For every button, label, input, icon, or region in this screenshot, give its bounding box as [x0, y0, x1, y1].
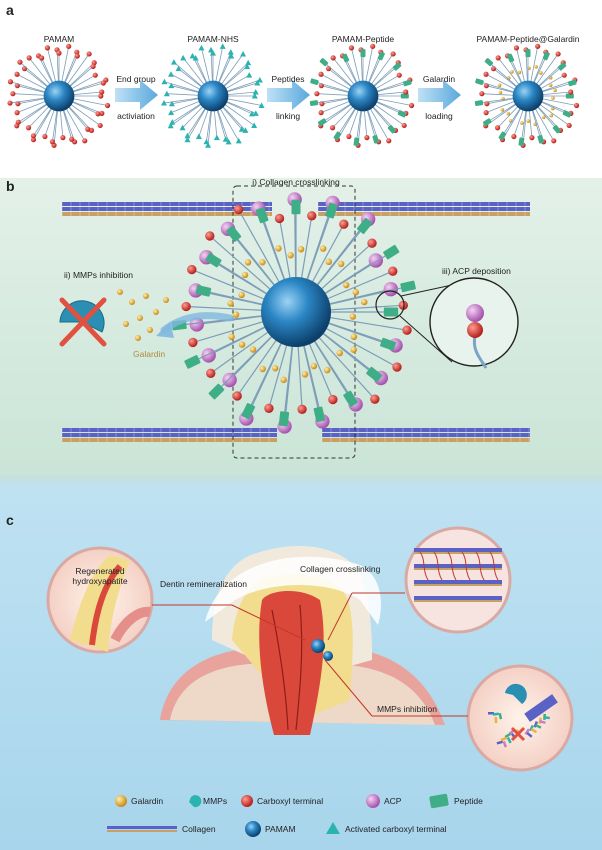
arrow-linking	[267, 80, 310, 110]
stage-label-pamam-peptide: PAMAM-Peptide	[331, 34, 395, 44]
legend-mmps-swatch	[189, 795, 202, 808]
legend-activated-carboxyl-terminal: Activated carboxyl terminal	[345, 824, 447, 834]
step-activation-line2: activiation	[117, 111, 155, 121]
legend-pamam: PAMAM	[265, 824, 296, 834]
label-mmps-inhibition: ii) MMPs inhibition	[64, 270, 133, 280]
legend-acp-swatch	[366, 794, 380, 808]
dendrimer-pamam-nhs	[161, 43, 265, 148]
mmp-inhibited	[59, 297, 107, 347]
legend-acp: ACP	[384, 796, 402, 806]
label-regenerated-hydroxyapatite: Regenerated hydroxyapatite	[72, 566, 127, 586]
step-linking-line2: linking	[275, 111, 301, 121]
tooth-illustration	[160, 546, 445, 735]
panel-label-b: b	[6, 178, 15, 194]
stage-label-pamam-nhs: PAMAM-NHS	[187, 34, 239, 44]
label-c-collagen-crosslinking: Collagen crosslinking	[300, 564, 381, 574]
dendrimer-pamam-peptide-galardin	[474, 43, 580, 148]
stage-label-pamam: PAMAM	[43, 34, 75, 44]
legend-mmps: MMPs	[203, 796, 228, 806]
dendrimer-pamam	[7, 43, 111, 148]
callout-right-top	[327, 526, 512, 641]
legend-peptide: Peptide	[454, 796, 483, 806]
galardin-molecules	[117, 289, 169, 341]
arrow-loading	[418, 80, 461, 110]
dendrimer-large	[171, 192, 416, 434]
label-regenerated-line1: Regenerated	[75, 566, 125, 576]
legend-collagen: Collagen	[182, 824, 216, 834]
legend-activated-swatch	[326, 822, 340, 834]
step-loading-line1: Galardin	[422, 74, 456, 84]
legend-peptide-swatch	[429, 793, 449, 809]
stage-label-pamam-peptide-galardin: PAMAM-Peptide@Galardin	[476, 34, 580, 44]
legend-icons	[107, 793, 449, 837]
label-acp-deposition: iii) ACP deposition	[442, 266, 511, 276]
label-dentin-remineralization: Dentin remineralization	[160, 579, 247, 589]
dendrimer-pamam-peptide	[309, 43, 415, 148]
arrow-activation	[115, 80, 158, 110]
callout-left	[46, 546, 232, 654]
legend-galardin: Galardin	[131, 796, 164, 806]
step-loading-line2: loading	[425, 111, 453, 121]
legend-galardin-swatch	[115, 795, 127, 807]
legend-collagen-swatch	[107, 826, 177, 829]
panel-label-c: c	[6, 512, 14, 528]
panel-label-a: a	[6, 2, 14, 18]
callout-right-bottom	[324, 659, 574, 772]
acp-zoom	[375, 277, 519, 369]
step-linking-line1: Peptides	[271, 74, 305, 84]
label-galardin: Galardin	[133, 349, 166, 359]
legend-pamam-swatch	[245, 821, 261, 837]
process-arrows	[115, 80, 461, 110]
legend-carboxyl-swatch	[241, 795, 253, 807]
legend-carboxyl-terminal: Carboxyl terminal	[257, 796, 324, 806]
label-regenerated-line2: hydroxyapatite	[72, 576, 128, 586]
step-activation-line1: End group	[116, 74, 156, 84]
label-c-mmps-inhibition: MMPs inhibition	[377, 704, 437, 714]
label-collagen-crosslinking: i) Collagen crosslinking	[252, 177, 340, 187]
